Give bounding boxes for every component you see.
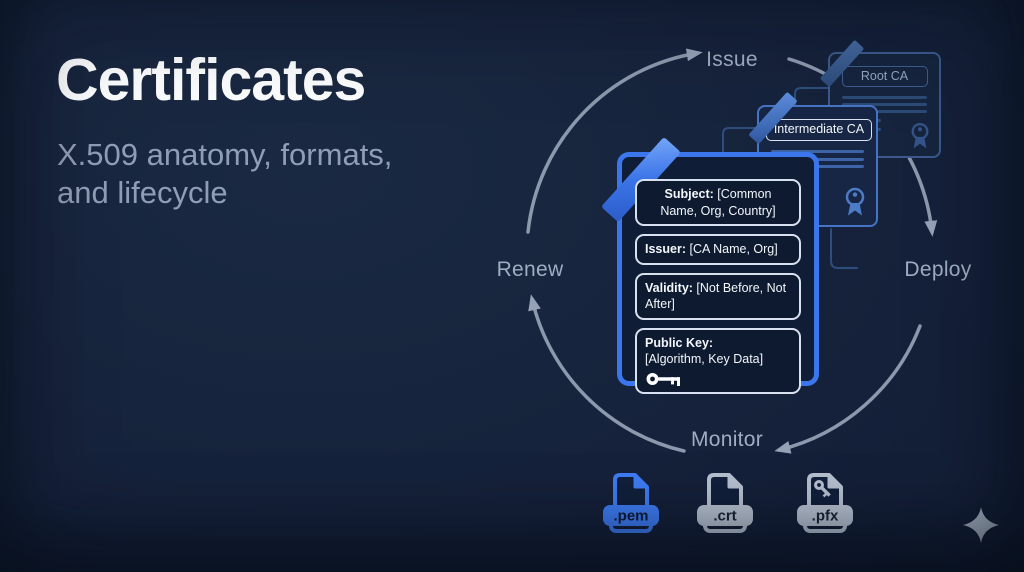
arc-monitor-to-renew <box>528 294 686 453</box>
field-value: [Algorithm, Key Data] <box>645 352 764 366</box>
field-label: Public Key: <box>645 335 714 350</box>
file-pem-icon: .pem <box>603 473 659 533</box>
certificate-field-issuer: Issuer: [CA Name, Org] <box>635 234 801 265</box>
key-glyph-icon <box>814 480 831 498</box>
field-label: Issuer: <box>645 242 686 256</box>
arc-renew-to-issue <box>526 48 703 234</box>
lifecycle-label-issue: Issue <box>706 48 758 71</box>
field-label: Subject: <box>664 187 714 201</box>
field-value: [CA Name, Org] <box>689 242 778 256</box>
arc-deploy-to-monitor <box>774 324 922 454</box>
file-crt-icon: .crt <box>697 473 753 533</box>
seal-icon <box>845 187 865 216</box>
lifecycle-label-deploy: Deploy <box>904 258 972 281</box>
page-title: Certificates <box>56 47 366 113</box>
subtitle-line-2: and lifecycle <box>57 175 228 211</box>
certificate-field-public-key: Public Key: [Algorithm, Key Data] <box>635 327 801 394</box>
field-value: [Common Name, Org, Country] <box>660 187 776 218</box>
field-label: Validity: <box>645 280 693 295</box>
lifecycle-label-renew: Renew <box>496 258 564 281</box>
sparkle-icon <box>963 507 999 543</box>
subtitle-line-1: X.509 anatomy, formats, <box>57 137 393 172</box>
file-pfx-icon: .pfx <box>797 473 853 533</box>
intermediate-ca-label: Intermediate CA <box>766 119 872 141</box>
certificate-field-subject: Subject: [Common Name, Org, Country] <box>635 179 801 226</box>
certificate-fields: Subject: [Common Name, Org, Country] Iss… <box>622 157 814 394</box>
root-ca-label: Root CA <box>841 66 928 87</box>
file-ext-label: .pfx <box>812 508 839 525</box>
file-ext-label: .crt <box>713 508 736 525</box>
field-value: [Not Before, Not After] <box>645 280 787 312</box>
certificate-field-validity: Validity: [Not Before, Not After] <box>635 272 801 320</box>
lifecycle-arrows <box>526 48 938 454</box>
page-subtitle: X.509 anatomy, formats, and lifecycle <box>57 136 392 212</box>
key-icon <box>646 372 680 386</box>
seal-icon <box>911 122 929 149</box>
lifecycle-label-monitor: Monitor <box>690 428 764 451</box>
file-ext-label: .pem <box>613 508 648 525</box>
chain-of-trust-connectors <box>722 87 858 269</box>
certificate-card: Subject: [Common Name, Org, Country] Iss… <box>601 136 819 394</box>
